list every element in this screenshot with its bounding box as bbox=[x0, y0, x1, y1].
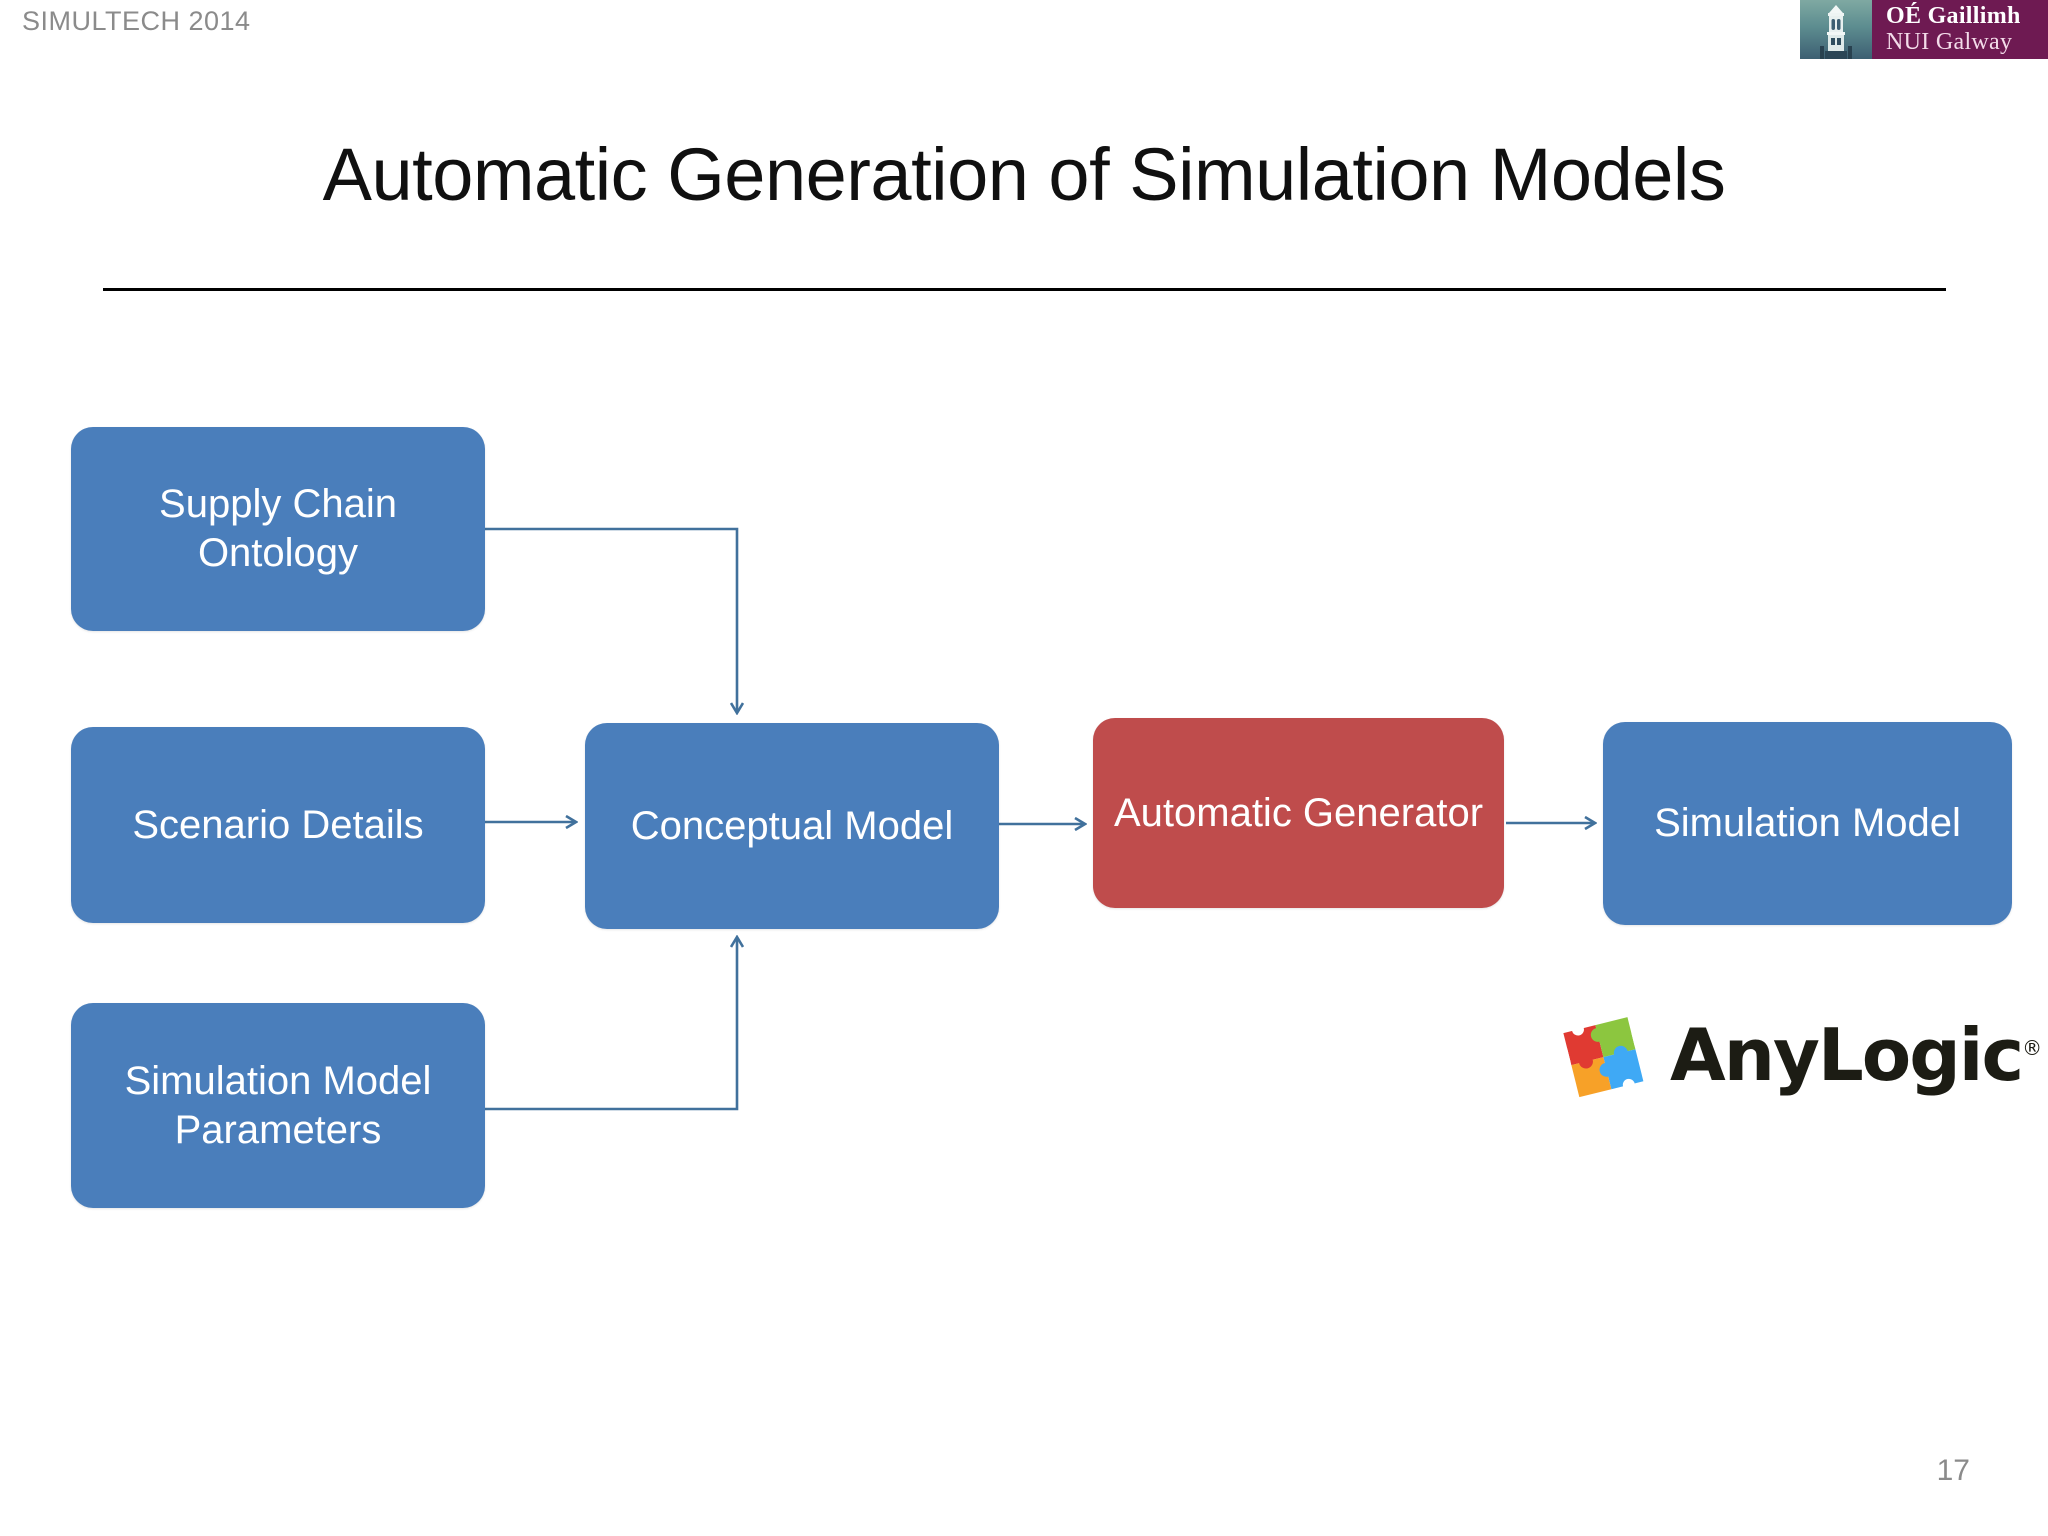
logo-line-english: NUI Galway bbox=[1886, 28, 2013, 55]
node-automatic-generator[interactable]: Automatic Generator bbox=[1093, 718, 1504, 908]
anylogic-logo: AnyLogic® bbox=[1552, 1000, 2042, 1110]
node-simulation-model-parameters[interactable]: Simulation Model Parameters bbox=[71, 1003, 485, 1208]
node-simulation-model[interactable]: Simulation Model bbox=[1603, 722, 2012, 925]
conference-label: SIMULTECH 2014 bbox=[22, 6, 251, 36]
logo-line-irish: OÉ Gaillimh bbox=[1886, 3, 2021, 30]
edge-ontology-to-conceptual bbox=[485, 527, 737, 712]
edge-params-to-conceptual bbox=[485, 938, 737, 1111]
university-tower-icon bbox=[1800, 0, 1872, 59]
logo-wordmark: OÉ Gaillimh NUI Galway bbox=[1872, 0, 2048, 59]
page-number: 17 bbox=[1936, 1454, 1970, 1487]
anylogic-puzzle-icon bbox=[1561, 1016, 1644, 1097]
registered-trademark-icon: ® bbox=[2022, 1036, 2043, 1060]
title-divider bbox=[103, 288, 1946, 291]
tower-glyph bbox=[1820, 5, 1852, 59]
node-supply-chain-ontology[interactable]: Supply Chain Ontology bbox=[71, 427, 485, 631]
node-conceptual-model[interactable]: Conceptual Model bbox=[585, 723, 999, 929]
node-scenario-details[interactable]: Scenario Details bbox=[71, 727, 485, 923]
nui-galway-logo: OÉ Gaillimh NUI Galway bbox=[1800, 0, 2048, 59]
anylogic-wordmark: AnyLogic® bbox=[1670, 1013, 2042, 1097]
anylogic-wordmark-text: AnyLogic bbox=[1670, 1013, 2024, 1097]
page-title: Automatic Generation of Simulation Model… bbox=[322, 133, 1726, 216]
